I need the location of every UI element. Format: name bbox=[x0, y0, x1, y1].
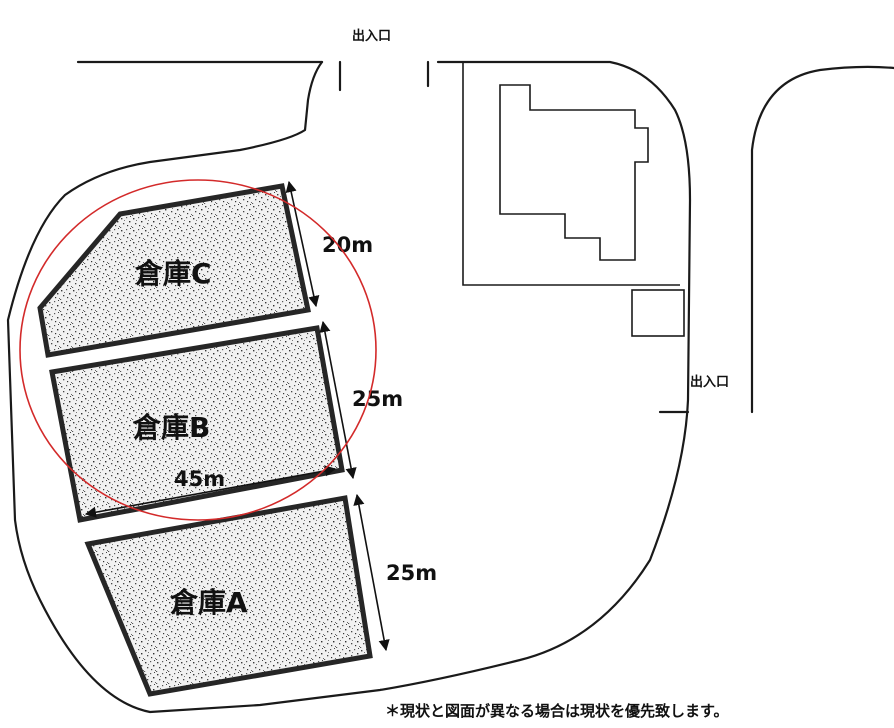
small-annex bbox=[631, 289, 685, 337]
gate-label-east: 出入口 bbox=[690, 374, 729, 390]
warehouse-c[interactable]: 倉庫C bbox=[37, 183, 311, 358]
dimension-label-b-depth: 25m bbox=[352, 387, 403, 411]
dimension-a-depth: 25m bbox=[353, 493, 437, 652]
warehouse-label-b: 倉庫B bbox=[132, 411, 210, 444]
footnote: ＊現状と図面が異なる場合は現状を優先致します。 bbox=[385, 702, 729, 720]
existing-building bbox=[462, 62, 685, 337]
warehouse-a[interactable]: 倉庫A bbox=[84, 495, 373, 697]
warehouse-label-c: 倉庫C bbox=[134, 257, 212, 290]
gate-label-north: 出入口 bbox=[352, 28, 391, 44]
warehouse-label-a: 倉庫A bbox=[169, 586, 248, 619]
dimension-label-b-width: 45m bbox=[174, 467, 225, 491]
dimension-label-a-depth: 25m bbox=[386, 561, 437, 585]
dimension-b-depth: 25m bbox=[319, 320, 403, 480]
highlight-circle bbox=[19, 179, 377, 521]
site-boundary bbox=[6, 60, 894, 714]
